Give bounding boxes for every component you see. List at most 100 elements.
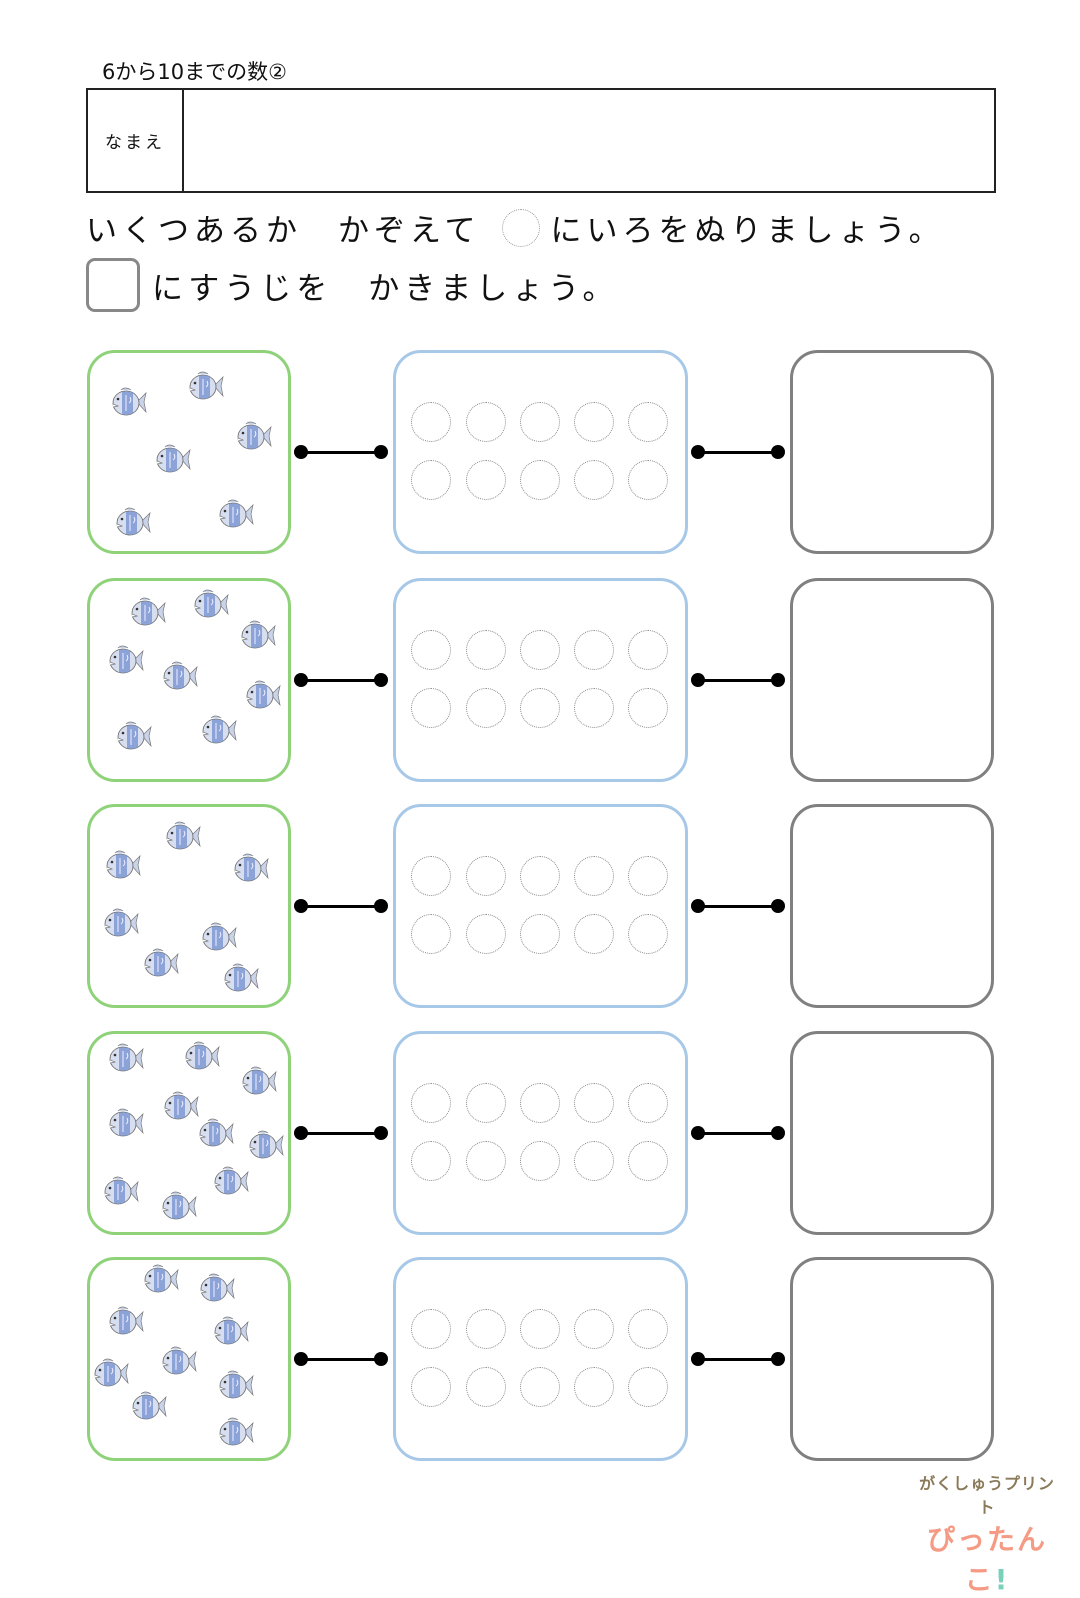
- fish-icon: [216, 497, 254, 531]
- color-circle[interactable]: [628, 856, 668, 896]
- color-circle[interactable]: [411, 1309, 451, 1349]
- color-circle[interactable]: [520, 1083, 560, 1123]
- color-circle[interactable]: [628, 1141, 668, 1181]
- color-circle[interactable]: [628, 1083, 668, 1123]
- connector-line: [698, 1132, 778, 1135]
- color-circle[interactable]: [574, 1083, 614, 1123]
- fish-icon: [191, 587, 229, 621]
- connector-dot: [374, 1352, 388, 1366]
- color-circle[interactable]: [411, 460, 451, 500]
- color-circle[interactable]: [411, 402, 451, 442]
- color-circle[interactable]: [466, 402, 506, 442]
- color-circle[interactable]: [466, 460, 506, 500]
- color-circle[interactable]: [411, 1367, 451, 1407]
- connector-dot: [294, 1126, 308, 1140]
- color-circle[interactable]: [466, 1083, 506, 1123]
- color-circle[interactable]: [520, 402, 560, 442]
- color-circle[interactable]: [466, 1309, 506, 1349]
- color-circle[interactable]: [411, 1083, 451, 1123]
- color-circle[interactable]: [466, 630, 506, 670]
- color-circle[interactable]: [411, 1141, 451, 1181]
- logo-line-1: がくしゅうプリント: [919, 1474, 1055, 1517]
- connector-line: [301, 1132, 381, 1135]
- color-circle[interactable]: [628, 460, 668, 500]
- color-circle[interactable]: [628, 630, 668, 670]
- color-circle[interactable]: [628, 1309, 668, 1349]
- color-circle[interactable]: [466, 856, 506, 896]
- color-circle[interactable]: [628, 688, 668, 728]
- color-circle[interactable]: [520, 856, 560, 896]
- color-circle[interactable]: [466, 1141, 506, 1181]
- fish-icon: [129, 1389, 167, 1423]
- fish-icon: [109, 385, 147, 419]
- fish-icon: [163, 819, 201, 853]
- circle-box: [393, 804, 688, 1008]
- fish-icon: [196, 1116, 234, 1150]
- connector-line: [698, 451, 778, 454]
- fish-icon: [159, 1344, 197, 1378]
- color-circle[interactable]: [628, 1367, 668, 1407]
- color-circle[interactable]: [574, 914, 614, 954]
- answer-box[interactable]: [790, 1257, 994, 1461]
- color-circle[interactable]: [466, 1367, 506, 1407]
- color-circle[interactable]: [574, 1367, 614, 1407]
- instruction-text: いくつあるか かぞえて: [86, 213, 481, 249]
- color-circle[interactable]: [466, 914, 506, 954]
- fish-box: [87, 350, 291, 554]
- color-circle[interactable]: [574, 630, 614, 670]
- sample-box-icon: [86, 258, 140, 312]
- color-circle[interactable]: [628, 402, 668, 442]
- color-circle[interactable]: [466, 688, 506, 728]
- connector-dot: [691, 1352, 705, 1366]
- color-circle[interactable]: [574, 1141, 614, 1181]
- color-circle[interactable]: [574, 460, 614, 500]
- answer-box[interactable]: [790, 350, 994, 554]
- fish-icon: [153, 442, 191, 476]
- color-circle[interactable]: [411, 630, 451, 670]
- color-circle[interactable]: [520, 460, 560, 500]
- color-circle[interactable]: [520, 630, 560, 670]
- color-circle[interactable]: [574, 1309, 614, 1349]
- color-circle[interactable]: [520, 1309, 560, 1349]
- connector-line: [301, 679, 381, 682]
- answer-box[interactable]: [790, 1031, 994, 1235]
- fish-icon: [199, 920, 237, 954]
- color-circle[interactable]: [574, 688, 614, 728]
- fish-icon: [186, 369, 224, 403]
- answer-box[interactable]: [790, 804, 994, 1008]
- color-circle[interactable]: [411, 914, 451, 954]
- color-circle[interactable]: [520, 914, 560, 954]
- color-circle[interactable]: [520, 1141, 560, 1181]
- fish-icon: [106, 643, 144, 677]
- name-field[interactable]: なまえ: [86, 88, 996, 193]
- connector-dot: [374, 673, 388, 687]
- color-circle[interactable]: [574, 402, 614, 442]
- fish-icon: [91, 1356, 129, 1390]
- name-label: なまえ: [88, 90, 184, 191]
- color-circle[interactable]: [574, 856, 614, 896]
- connector-line: [698, 679, 778, 682]
- color-circle[interactable]: [411, 856, 451, 896]
- fish-icon: [197, 1271, 235, 1305]
- circle-box: [393, 1257, 688, 1461]
- instruction-text: にすうじを かきましょう。: [152, 270, 619, 307]
- fish-icon: [103, 848, 141, 882]
- connector-dot: [771, 445, 785, 459]
- fish-icon: [216, 1368, 254, 1402]
- fish-icon: [141, 946, 179, 980]
- fish-icon: [113, 505, 151, 539]
- fish-icon: [239, 1064, 277, 1098]
- color-circle[interactable]: [628, 914, 668, 954]
- color-circle[interactable]: [520, 1367, 560, 1407]
- worksheet-title: 6から10までの数②: [102, 60, 287, 84]
- connector-dot: [374, 1126, 388, 1140]
- color-circle[interactable]: [520, 688, 560, 728]
- answer-box[interactable]: [790, 578, 994, 782]
- fish-icon: [238, 618, 276, 652]
- fish-icon: [128, 595, 166, 629]
- fish-icon: [234, 419, 272, 453]
- fish-box: [87, 804, 291, 1008]
- color-circle[interactable]: [411, 688, 451, 728]
- fish-icon: [246, 1128, 284, 1162]
- connector-dot: [294, 673, 308, 687]
